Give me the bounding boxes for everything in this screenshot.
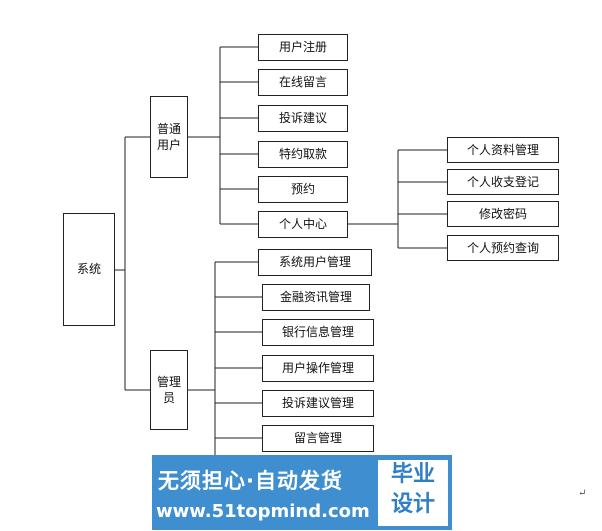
sub-leaf-label: 个人预约查询	[466, 240, 539, 255]
group-node-normal-user: 普通用户	[150, 96, 188, 178]
leaf-label: 在线留言	[278, 75, 327, 90]
group-label-admin: 管理员	[156, 374, 181, 405]
sub-leaf-node: 个人预约查询	[447, 235, 559, 261]
watermark-banner: 无须担心·自动发货 www.51topmind.com 毕业 设计	[152, 455, 452, 530]
leaf-node: 用户注册	[258, 34, 348, 61]
leaf-label: 系统用户管理	[278, 255, 351, 270]
leaf-label: 留言管理	[293, 431, 342, 446]
leaf-label: 银行信息管理	[281, 325, 354, 340]
leaf-node: 用户操作管理	[262, 355, 374, 382]
leaf-label: 投诉建议管理	[281, 396, 354, 411]
leaf-node: 投诉建议管理	[262, 390, 374, 417]
personal-center-node: 个人中心	[258, 211, 348, 238]
leaf-node: 投诉建议	[258, 105, 348, 132]
sub-leaf-label: 个人资料管理	[466, 142, 539, 157]
leaf-node: 特约取款	[258, 141, 348, 168]
sub-leaf-label: 修改密码	[478, 206, 527, 221]
leaf-node: 系统用户管理	[258, 249, 372, 276]
leaf-node: 银行信息管理	[262, 319, 374, 346]
group-node-admin: 管理员	[150, 350, 188, 430]
leaf-node: 预约	[258, 176, 348, 203]
leaf-label: 预约	[290, 182, 315, 197]
leaf-node: 留言管理	[262, 425, 374, 452]
leaf-label: 用户操作管理	[281, 361, 354, 376]
watermark-site: www.51topmind.com	[156, 501, 370, 522]
watermark-badge-line1: 毕业	[390, 462, 435, 487]
sub-leaf-node: 个人资料管理	[447, 137, 559, 163]
sub-leaf-node: 个人收支登记	[447, 169, 559, 195]
watermark-badge: 毕业 设计	[378, 460, 448, 526]
sub-leaf-node: 修改密码	[447, 201, 559, 227]
leaf-label: 用户注册	[278, 40, 327, 55]
leaf-node: 在线留言	[258, 69, 348, 96]
root-node: 系统	[63, 213, 115, 326]
leaf-node: 金融资讯管理	[262, 284, 370, 311]
leaf-label: 金融资讯管理	[279, 290, 352, 305]
watermark-badge-line2: 设计	[390, 492, 435, 517]
leaf-label: 投诉建议	[278, 111, 327, 126]
watermark-slogan: 无须担心·自动发货	[158, 469, 343, 493]
leaf-label: 特约取款	[278, 147, 327, 162]
sub-leaf-label: 个人收支登记	[466, 174, 539, 189]
paragraph-mark: ↵	[578, 488, 587, 499]
leaf-label: 个人中心	[278, 217, 327, 232]
watermark-text-area: 无须担心·自动发货 www.51topmind.com	[152, 455, 374, 530]
root-label: 系统	[76, 262, 101, 277]
group-label-normal-user: 普通用户	[156, 121, 181, 152]
